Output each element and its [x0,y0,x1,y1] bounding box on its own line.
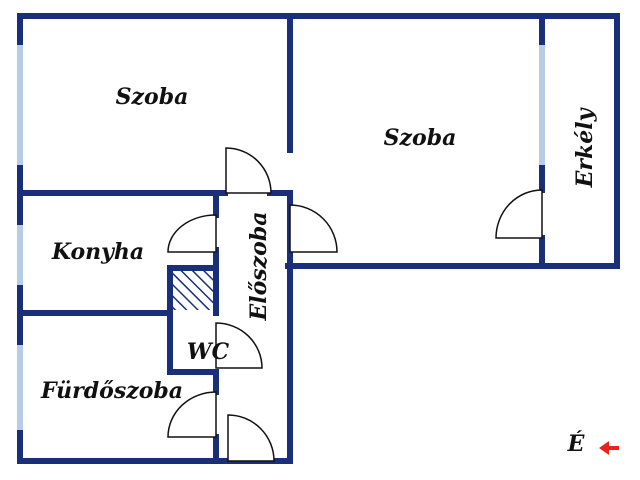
room-label-szoba-left: Szoba [116,84,189,110]
shaft-hatch [173,271,213,310]
room-label-wc: WC [187,339,230,365]
compass: É [567,430,619,457]
room-label-szoba-right: Szoba [384,125,457,151]
doors [167,147,543,462]
room-label-konyha: Konyha [51,239,144,265]
door-erkely [495,189,543,239]
door-szoba-right [289,204,338,253]
room-label-eloszoba: Előszoba [246,212,272,322]
windows [17,45,545,430]
arrow-left-icon [599,441,619,455]
door-konyha [167,214,217,253]
room-label-furdoszoba: Fürdőszoba [40,378,183,404]
door-furdoszoba [167,391,217,438]
compass-north-label: É [567,430,586,457]
door-wc [215,322,263,369]
door-entrance [227,414,275,462]
door-szoba-left [225,147,272,194]
room-label-erkely: Erkély [572,106,598,188]
